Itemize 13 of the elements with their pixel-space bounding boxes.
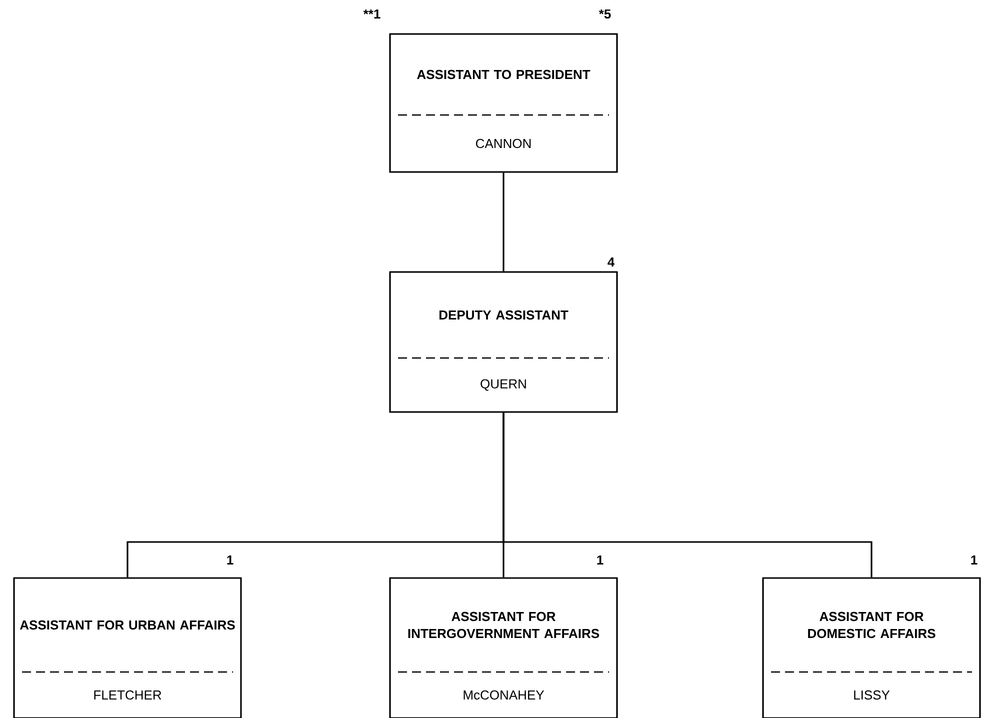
position-box: ASSISTANT FOR INTERGOVERNMENT AFFAIRS McCONAHEY (389, 577, 618, 718)
position-box: ASSISTANT FOR DOMESTIC AFFAIRS LISSY (762, 577, 981, 718)
staff-count: **1 (363, 10, 380, 18)
staff-count: 1 (971, 556, 978, 564)
staff-count: *5 (598, 9, 611, 19)
position-box: DEPUTY ASSISTANT QUERN (389, 271, 618, 413)
staff-count: 4 (608, 258, 615, 266)
connector-line (502, 172, 504, 272)
staff-count: 1 (597, 556, 604, 564)
staff-count: 1 (227, 556, 234, 564)
connector-line (502, 412, 872, 578)
position-box: ASSISTANT FOR URBAN AFFAIRS FLETCHER (13, 577, 242, 718)
position-box: ASSISTANT TO PRESIDENT CANNON (389, 33, 618, 173)
